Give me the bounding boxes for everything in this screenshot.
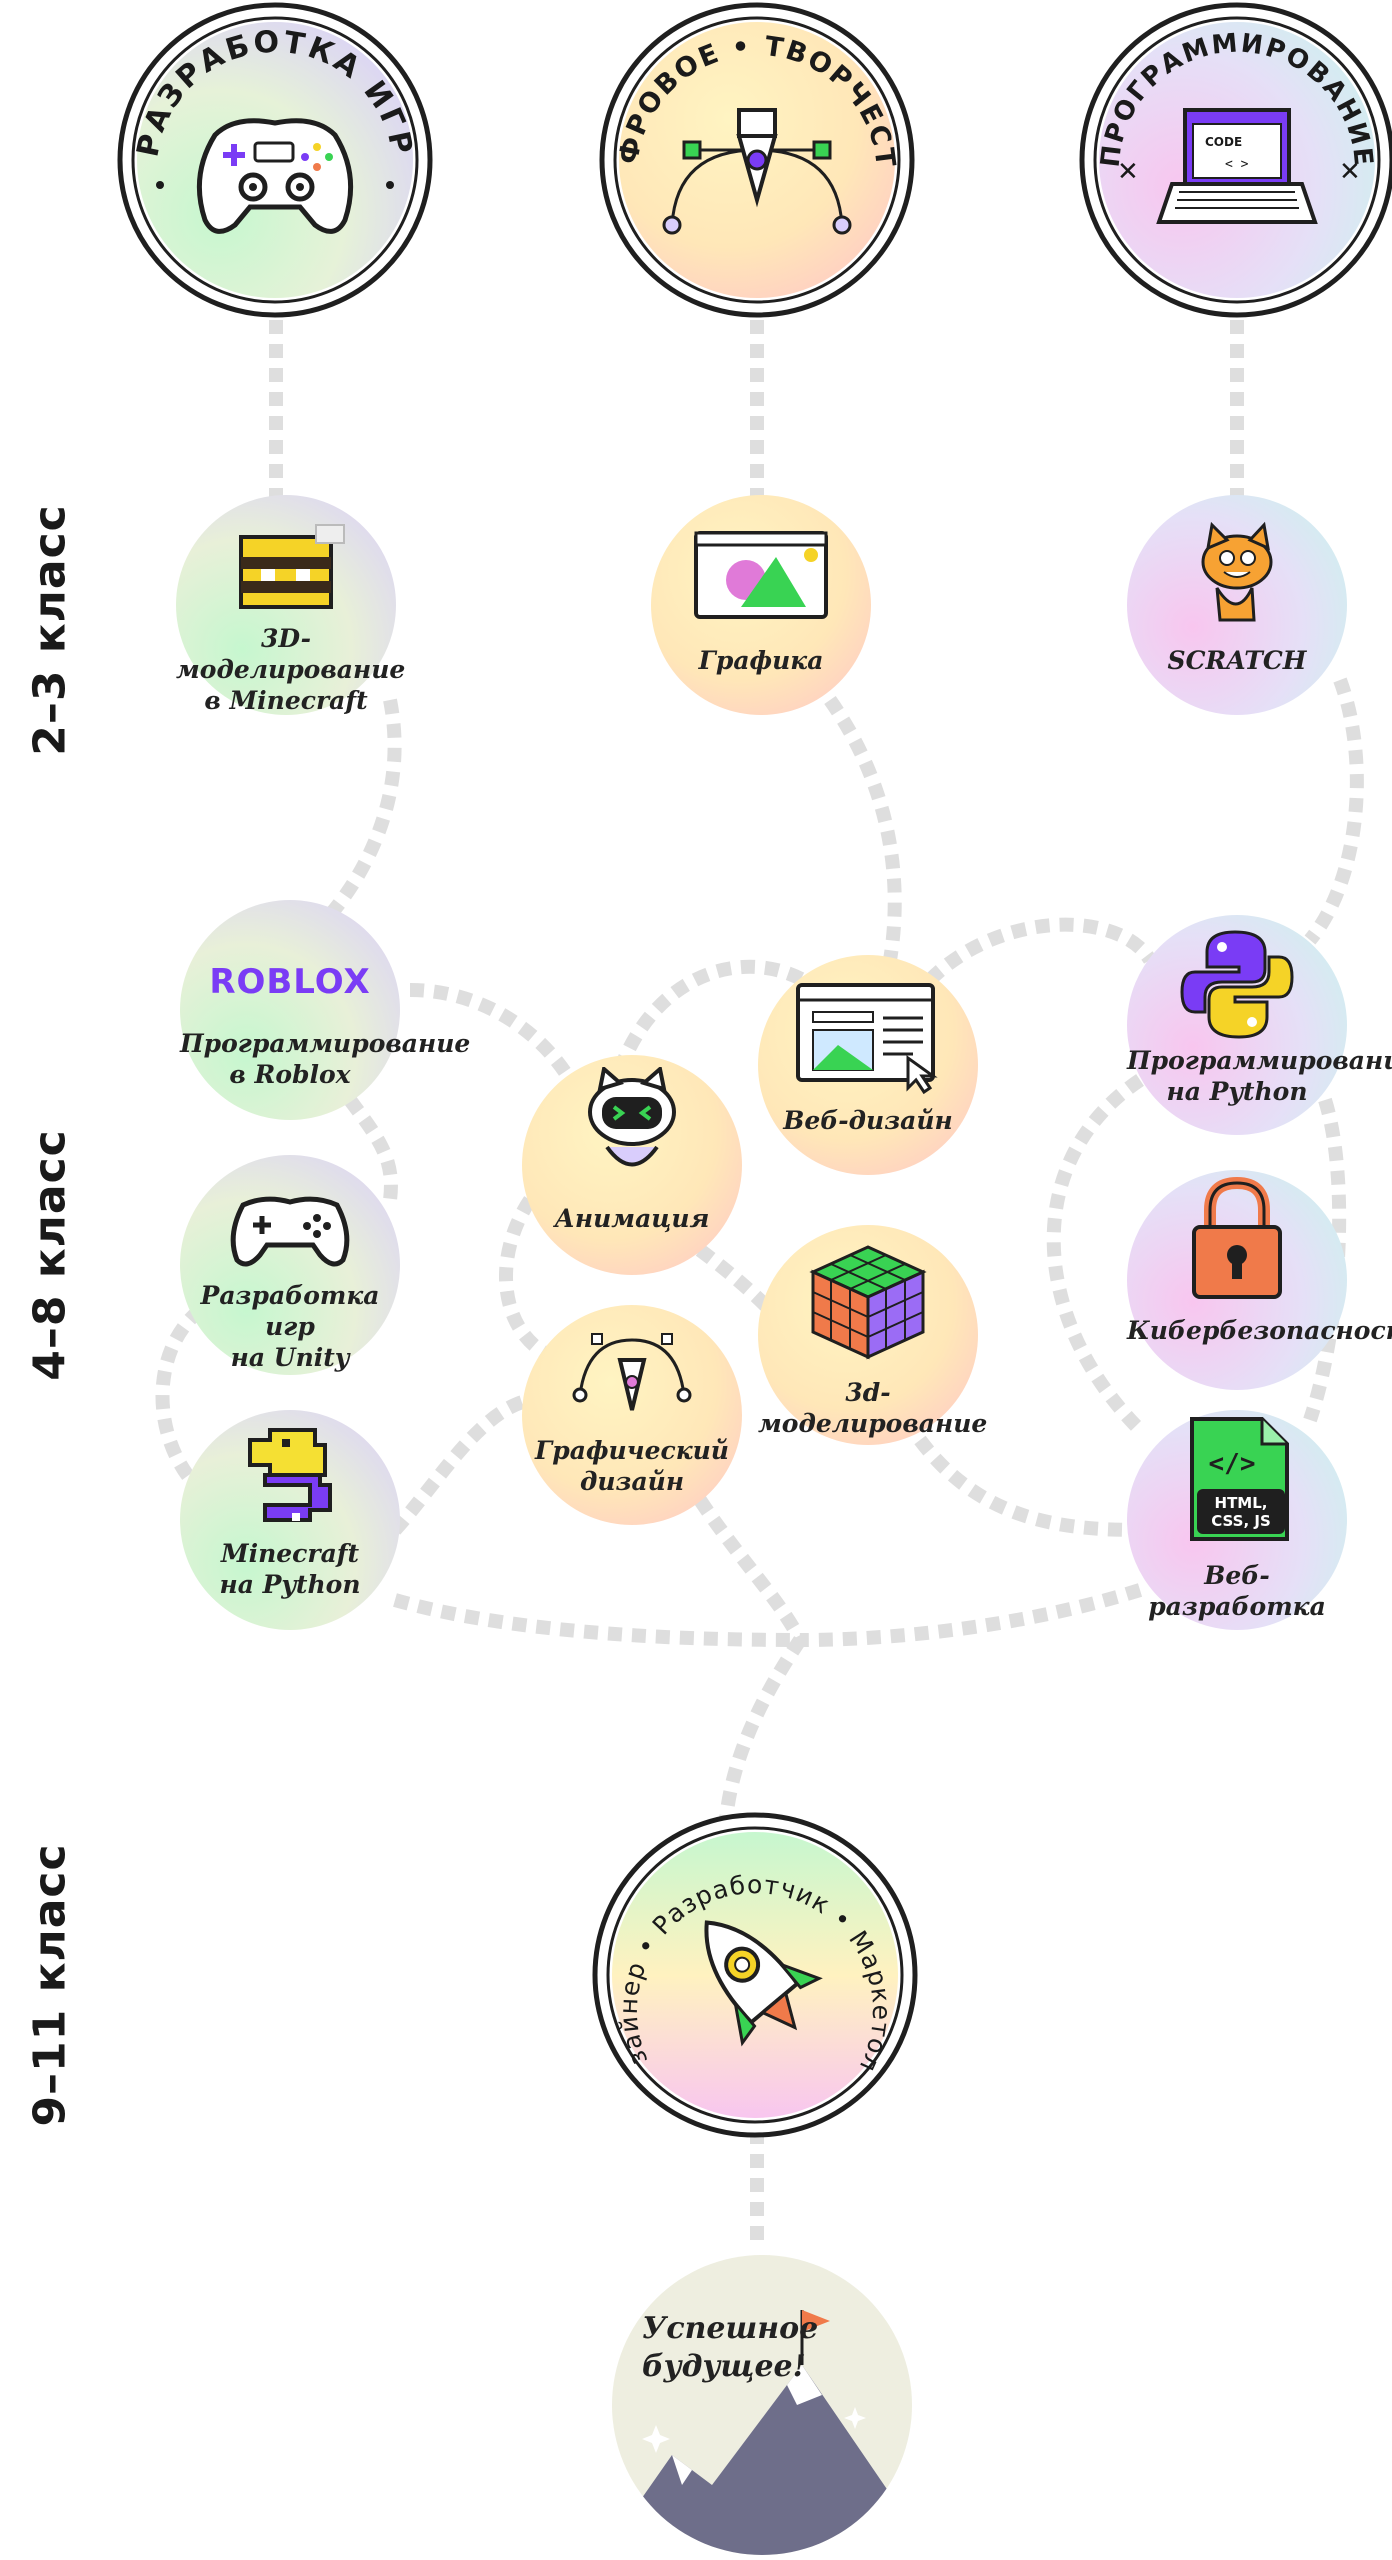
svg-text:HTML,: HTML, (1215, 1494, 1268, 1512)
svg-text:CSS, JS: CSS, JS (1211, 1512, 1271, 1530)
cube-icon (809, 1245, 927, 1360)
category-programming[interactable]: ПРОГРАММИРОВАНИЕ ✕ ✕ CODE < > (1077, 0, 1392, 320)
path-web-python (925, 917, 1156, 985)
course-roblox-label: Программирование в Roblox (180, 1029, 471, 1089)
course-roblox[interactable]: ROBLOX Программирование в Roblox (180, 900, 471, 1120)
path-python-loop (1046, 1074, 1145, 1435)
category-game-dev[interactable]: РАЗРАБОТКА ИГР (115, 0, 435, 320)
canvas-editor-icon (694, 531, 828, 619)
path-left-loop (155, 1304, 206, 1495)
path-cube-webdev (914, 1435, 1141, 1537)
course-3d-modeling-label: 3d-моделирование (758, 1378, 988, 1438)
course-cybersecurity[interactable]: Кибербезопасность (1127, 1170, 1392, 1390)
python-logo-icon (1180, 930, 1294, 1039)
path-anim-loop (613, 959, 835, 1073)
career-badge[interactable]: Дизайнер • Разработчик • Маркетолог (590, 1810, 920, 2140)
course-animation[interactable]: Анимация (522, 1055, 742, 1275)
course-scratch[interactable]: SCRATCH (1127, 495, 1347, 715)
path-mc-roblox (324, 698, 402, 920)
course-graphic-design[interactable]: Графический дизайн (522, 1305, 742, 1525)
robot-cat-icon (588, 1067, 676, 1167)
path-down-career (718, 1636, 806, 1831)
svg-text:✕: ✕ (1117, 157, 1139, 187)
grade-2-3: 2–3 класс (24, 504, 76, 756)
path-mcpy-bottom (393, 1593, 801, 1647)
course-python[interactable]: Программирование на Python (1127, 915, 1392, 1135)
course-3d-modeling[interactable]: 3d-моделирование (758, 1225, 988, 1445)
category-digital-creativity[interactable]: ЦИФРОВОЕ • ТВОРЧЕСТВО (597, 0, 917, 320)
goal-label: Успешное будущее! (642, 2311, 819, 2384)
rocket-icon (704, 1920, 823, 2047)
path-webdev-bottom (799, 1583, 1143, 1647)
gamepad-icon (196, 118, 354, 234)
grade-9-11: 9–11 класс (24, 1843, 76, 2127)
grade-4-8: 4–8 класс (24, 1129, 76, 1381)
code-file-icon: </> HTML, CSS, JS (1190, 1417, 1289, 1541)
path-scratch-python (1304, 677, 1364, 945)
path-anim-cube (695, 1244, 775, 1315)
padlock-icon (1192, 1176, 1282, 1299)
browser-window-icon (796, 983, 938, 1095)
pixel-python-icon (248, 1428, 332, 1522)
controller-icon (230, 1196, 350, 1267)
goal-node[interactable]: Успешное будущее! (612, 2255, 912, 2555)
code-tag-text: </> (1209, 1449, 1256, 1479)
course-3d-minecraft-label: 3D-моделирование в Minecraft (176, 624, 406, 715)
course-animation-label: Анимация (554, 1204, 710, 1233)
laptop-code-icon: CODE < > (1156, 108, 1318, 224)
course-graphic-design-label: Графический дизайн (535, 1436, 729, 1496)
path-graphic-bottom (694, 1496, 807, 1644)
svg-text:✕: ✕ (1339, 157, 1361, 187)
course-cybersecurity-label: Кибербезопасность (1127, 1316, 1392, 1345)
laptop-screen-text: CODE (1205, 135, 1242, 149)
course-unity-label: Разработка игр на Unity (200, 1281, 380, 1372)
course-minecraft-python-label: Minecraft на Python (219, 1539, 361, 1599)
scratch-cat-icon (1201, 521, 1273, 622)
course-minecraft-python[interactable]: Minecraft на Python (180, 1410, 400, 1630)
bee-icon (239, 524, 345, 609)
path-mcpy-graphic (389, 1393, 532, 1535)
path-anim-left (499, 1196, 563, 1367)
course-web-development-label: Веб-разработка (1148, 1561, 1326, 1621)
course-web-development[interactable]: </> HTML, CSS, JS Веб-разработка (1127, 1410, 1347, 1630)
svg-text:< >: < > (1225, 157, 1249, 172)
course-3d-minecraft[interactable]: 3D-моделирование в Minecraft (176, 495, 406, 715)
course-web-design-label: Веб-дизайн (783, 1106, 953, 1135)
pen-tool-icon (662, 108, 852, 235)
course-graphics[interactable]: Графика (651, 495, 871, 715)
path-graphics-web (824, 695, 902, 962)
course-python-label: Программирование на Python (1127, 1046, 1392, 1106)
path-roblox-unity (344, 1095, 398, 1201)
course-graphics-label: Графика (698, 646, 824, 675)
path-roblox-anim (409, 983, 577, 1084)
bezier-pen-icon (572, 1333, 692, 1411)
course-web-design[interactable]: Веб-дизайн (758, 955, 978, 1175)
course-scratch-label: SCRATCH (1167, 646, 1307, 675)
course-unity[interactable]: Разработка игр на Unity (180, 1155, 400, 1375)
roblox-logo: ROBLOX (209, 962, 371, 1002)
mountain-flag-icon (612, 2310, 912, 2555)
